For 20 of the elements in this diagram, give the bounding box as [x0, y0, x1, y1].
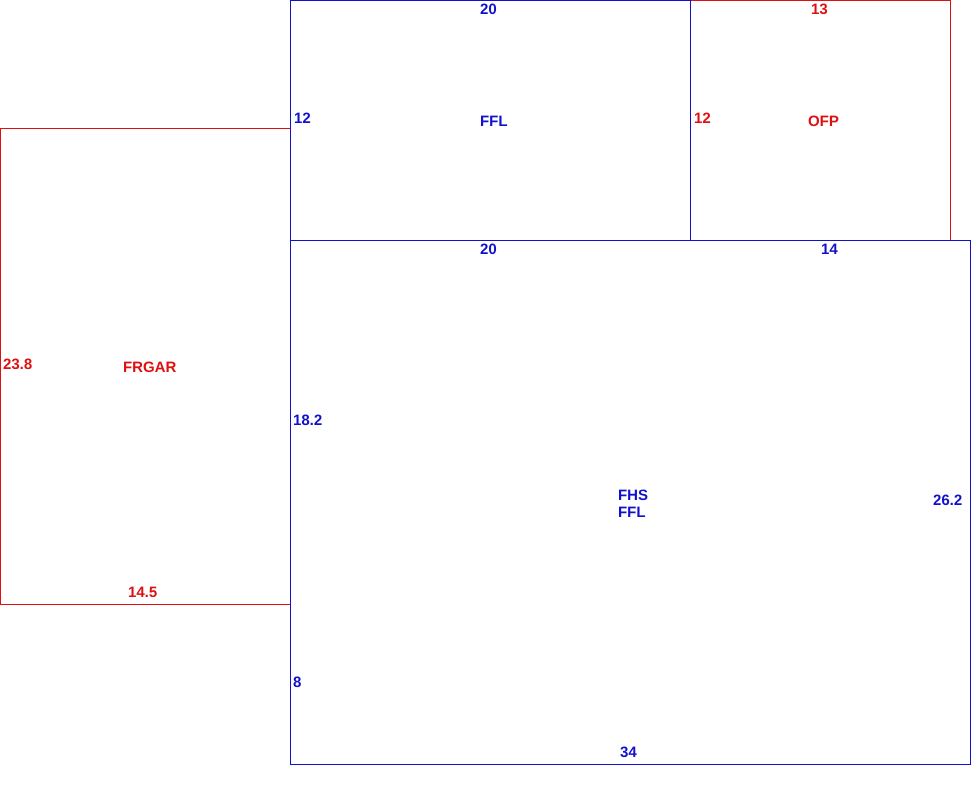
room-outline — [290, 0, 691, 241]
dimension-label: 23.8 — [3, 356, 32, 373]
room-outline — [690, 0, 951, 241]
room-label: FRGAR — [123, 359, 176, 376]
room-label: OFP — [808, 113, 839, 130]
dimension-label: 12 — [694, 110, 711, 127]
dimension-label: 14.5 — [128, 584, 158, 601]
room-label: FHS FFL — [618, 487, 648, 521]
dimension-label: 18.2 — [293, 412, 322, 429]
dimension-label: 14 — [821, 241, 838, 258]
room-label: FFL — [480, 113, 508, 130]
dimension-label: 26.2 — [933, 492, 962, 509]
dimension-label: 8 — [293, 674, 302, 691]
room-outline — [0, 128, 291, 605]
dimension-label: 20 — [480, 1, 497, 18]
dimension-label: 13 — [811, 1, 828, 18]
dimension-label: 12 — [294, 110, 311, 127]
dimension-label: 20 — [480, 241, 497, 258]
dimension-label: 34 — [620, 744, 637, 761]
room-outline — [290, 240, 971, 765]
